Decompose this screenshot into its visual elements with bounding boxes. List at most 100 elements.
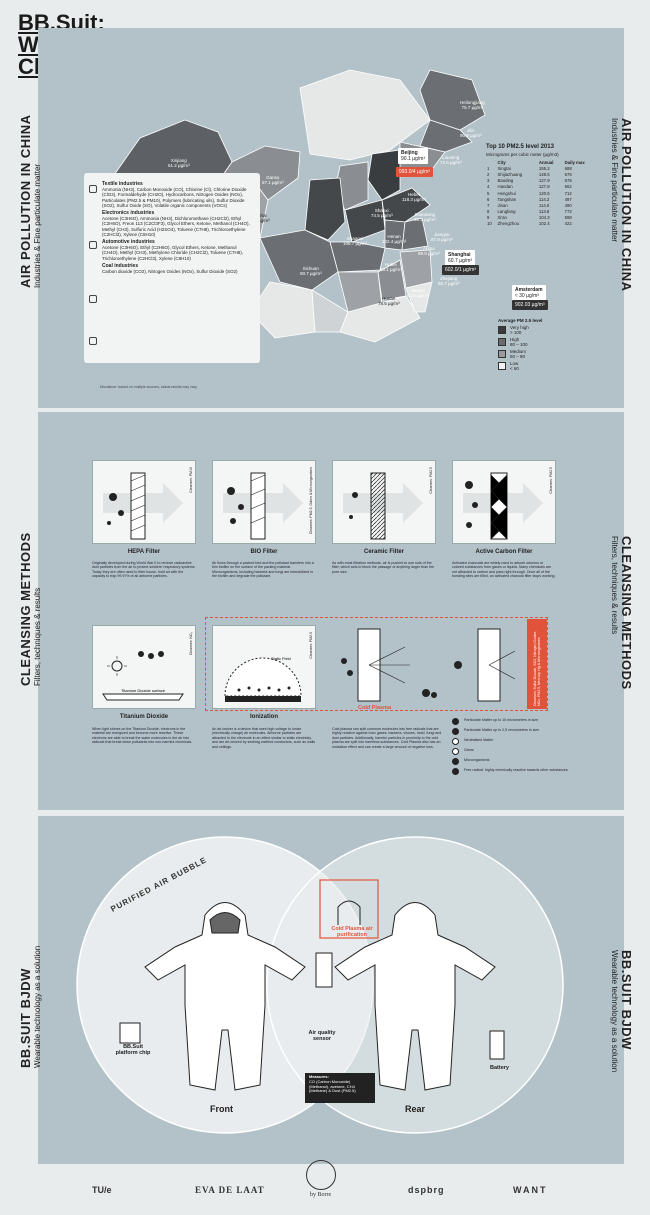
region-jilin (419, 119, 473, 153)
rear-suit (334, 902, 496, 1091)
partner-borre: by Borre (310, 1192, 332, 1198)
section3-left-title: BB.SUIT BJDW Wearable technology as a so… (18, 945, 42, 1068)
particle-icon (452, 758, 459, 765)
top10-cell: 772 (564, 209, 572, 215)
sensor-label: Air quality sensor (308, 1030, 336, 1042)
measures-box: Measures:CO (Carbon Monoxide) (Methanol)… (309, 1074, 356, 1094)
filter-card-carbon: Cleanses: PM2.5 (452, 460, 556, 544)
particle-legend-text: Odors (464, 748, 474, 752)
top10-cell: Tangshan (497, 196, 517, 202)
legend-text: Very high> 100 (510, 325, 529, 335)
top10-row: 9 Xi'an 104.3 598 (486, 215, 598, 221)
top10-cell: Xingtai (497, 165, 511, 171)
disclaimer: Disclaimer: based on multiple sources, a… (100, 385, 198, 389)
top10-cell: 497 (564, 196, 572, 202)
legend-swatch (498, 362, 506, 370)
top10-cell: Baoding (497, 178, 514, 184)
battery-label: Battery (490, 1065, 509, 1071)
top10-cell: 113.8 (538, 209, 550, 215)
front-suit (144, 902, 306, 1091)
top10-cell: 598 (564, 215, 572, 221)
top10-table: Top 10 PM2.5 level 2013 Micrograms per c… (486, 144, 598, 227)
partner-dspbrg: dspbrg (408, 1185, 445, 1195)
top10-cell: 10 (487, 221, 492, 227)
legend-range: < 60 (510, 366, 519, 371)
legend-text: Low< 60 (510, 361, 519, 371)
region-shandong (381, 187, 431, 223)
industries-legend: Textile industries Ammonia (NH3), Carbon… (84, 173, 260, 363)
amsterdam-dark-callout: 902.03 µg/m³ (512, 300, 548, 310)
svg-text:Static Field: Static Field (271, 656, 291, 661)
particle-legend-text: Particulate Matter up to 10 micrometers … (464, 718, 539, 722)
avg-legend-item: Low< 60 (498, 361, 542, 371)
top10-cell: 662 (564, 184, 572, 190)
car-icon (89, 295, 97, 303)
top10-cell: Jinan (497, 202, 508, 208)
legend-label: Very high (510, 325, 529, 330)
top10-cell: 9 (487, 215, 490, 221)
particle-legend-text: Free radical: highly chemically reactive… (464, 768, 568, 772)
particle-legend-item: Particulate Matter up to 2,5 micrometers… (452, 728, 568, 735)
filter-card-bio: Cleanses: PM2.5, Odors & Microorganisms (212, 460, 316, 544)
particle-legend-item: Neutralised Matter (452, 738, 568, 745)
particle-legend-item: Free radical: highly chemically reactive… (452, 768, 568, 775)
cold-plasma-frame (205, 617, 548, 711)
bio-title: BIO Filter (250, 549, 278, 555)
region-guangdong (339, 295, 421, 343)
shanghai-dark-callout: 602.0/1 µg/m³ (442, 265, 479, 275)
filter-card-ionization: Static Field Cleanses: PM2.5 (212, 625, 316, 709)
legend-range: 80 – 100 (510, 342, 528, 347)
legend-label: High (510, 337, 520, 342)
top10-cell: 120.6 (538, 190, 550, 196)
filter-card-hepa: Cleanses: PM10 (92, 460, 196, 544)
ionization-desc: An air ionizer is a device that uses hig… (212, 727, 316, 749)
region-fujian (405, 281, 433, 313)
region-inner-mongolia (299, 69, 431, 161)
top10-cell: 7 (487, 202, 490, 208)
section1-right-title: AIR POLLUTION IN CHINA Industries & Fine… (610, 118, 634, 292)
top10-cell: 104.3 (538, 215, 550, 221)
borre-logo-circle (306, 1160, 336, 1190)
top10-header: City (497, 159, 506, 165)
top10-cell: 148.5 (538, 171, 550, 177)
legend-label: Medium (510, 349, 527, 354)
region-jiangsu (401, 217, 429, 251)
particle-legend-text: Neutralised Matter (464, 738, 494, 742)
cold-plasma-illustration (341, 628, 516, 702)
legend-swatch (498, 326, 506, 334)
svg-text:Titanium Dioxide surface: Titanium Dioxide surface (121, 688, 166, 693)
cold-plasma-desc: Cold plasma can split common molecules i… (332, 727, 442, 749)
top10-cell: 2 (487, 171, 490, 177)
legend-range: > 100 (510, 330, 522, 335)
particle-legend-item: Particulate Matter up to 10 micrometers … (452, 718, 568, 725)
top10-cell: Xi'an (497, 215, 507, 221)
titanium-title: Titanium Dioxide (119, 714, 169, 720)
section2-left-title: CLEANSING METHODS Filters, techniques & … (18, 532, 42, 686)
ceramic-title: Ceramic Filter (363, 549, 405, 555)
ionization-title: Ionization (250, 714, 278, 720)
top10-cell: 422 (564, 221, 572, 227)
top10-header: Annual (538, 159, 554, 165)
top10-cell: 490 (564, 202, 572, 208)
cold-plasma-label: Cold Plasma (358, 705, 392, 711)
chip-label: BB.Suit platform chip (115, 1044, 151, 1056)
titanium-desc: When light shines on the Titanium Dioxid… (92, 727, 193, 745)
hanger-icon (89, 185, 97, 193)
